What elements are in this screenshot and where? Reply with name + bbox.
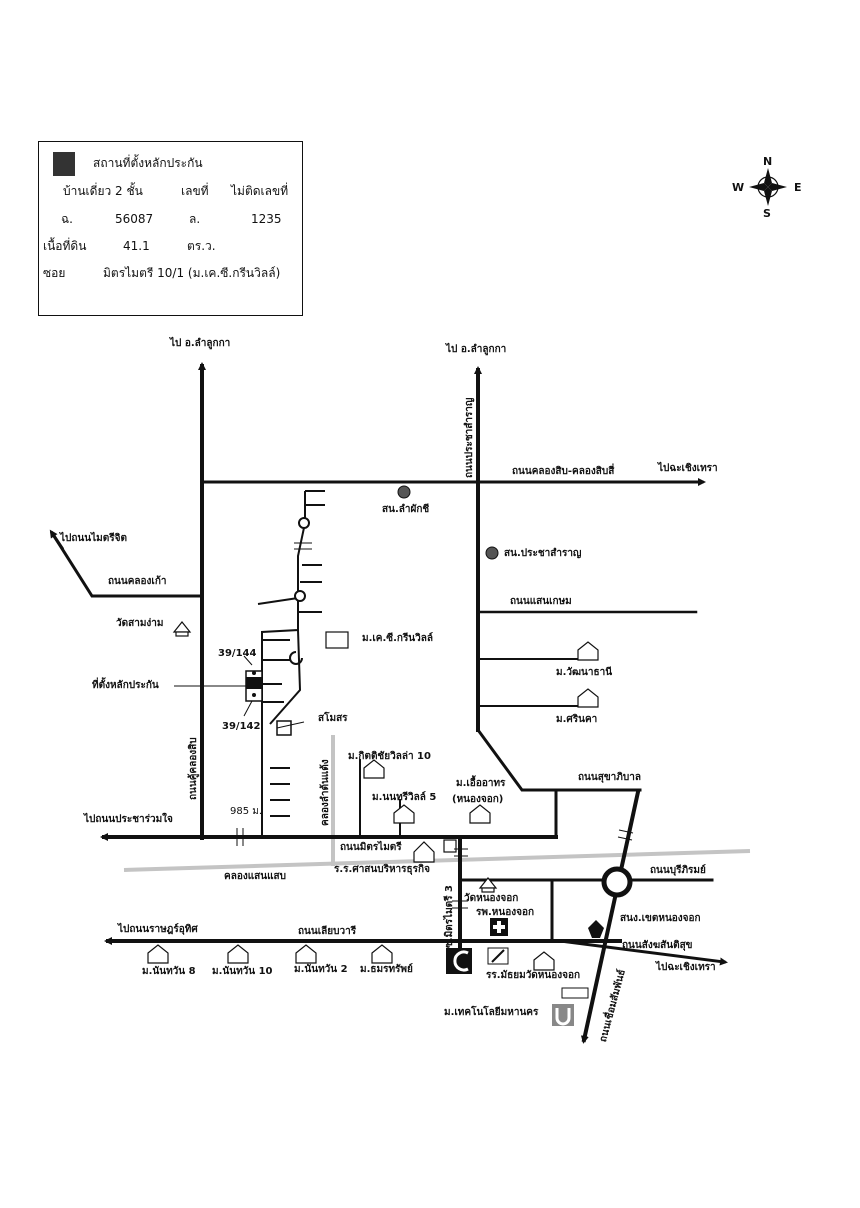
police-lamphin-label: สน.ลำผักชี bbox=[382, 504, 430, 515]
khukhlongsip-road-label: ถนนคู้คลองสิบ bbox=[188, 737, 199, 800]
distance-label: 985 ม. bbox=[230, 806, 263, 817]
legend-area-value: 41.1 bbox=[123, 239, 150, 253]
to-lamlukka-right-label: ไป อ.ลำลูกกา bbox=[446, 344, 507, 355]
liapwari-road-label: ถนนเลียบวารี bbox=[298, 926, 357, 937]
to-ratburana-label: ไปถนนราษฎร์อุทิศ bbox=[118, 924, 198, 935]
legend-number-value: ไม่ติดเลขที่ bbox=[231, 184, 289, 198]
university-logo bbox=[552, 1004, 574, 1026]
hospital-icon bbox=[490, 918, 508, 936]
to-chachoengsao-top-label: ไปฉะเชิงเทรา bbox=[658, 463, 718, 474]
bigc-logo bbox=[446, 948, 472, 974]
village-icons bbox=[147, 631, 599, 971]
sangkhomsanti-road-label: ถนนสังฆสันติสุข bbox=[622, 940, 693, 951]
district-emblem bbox=[588, 920, 604, 938]
m-nanwan2-label: ม.นันทวัน 2 bbox=[294, 964, 348, 975]
khlongsaensaep-label: คลองแสนแสบ bbox=[224, 871, 286, 882]
compass-e: E bbox=[794, 181, 802, 194]
legend-chanot-value: 56087 bbox=[115, 212, 154, 226]
legend-soi-label: ซอย bbox=[43, 266, 66, 280]
compass-n: N bbox=[763, 155, 773, 168]
soi-network bbox=[257, 490, 325, 837]
m-nanwan10-label: ม.นันทวัน 10 bbox=[212, 966, 273, 977]
wat-samngam-label: วัดสามง่าม bbox=[116, 618, 164, 629]
to-chachoengsao-bottom-label: ไปฉะเชิงเทรา bbox=[656, 962, 716, 973]
school-mathayom-label: รร.มัธยมวัดหนองจอก bbox=[486, 970, 581, 981]
khlongkao-road-label: ถนนคลองเก้า bbox=[108, 576, 167, 587]
school-icon bbox=[487, 947, 509, 965]
compass-rose bbox=[749, 168, 787, 206]
prachasamran-road-label: ถนนประชาสำราญ bbox=[464, 397, 475, 478]
m-srinakha-label: ม.ศรินคา bbox=[556, 714, 598, 725]
tech-metro-label: ม.เทคโนโลยีมหานคร bbox=[444, 1007, 539, 1018]
buriphirom-road-label: ถนนบุรีภิรมย์ bbox=[650, 865, 706, 876]
legend-number-label: เลขที่ bbox=[181, 184, 209, 198]
district-nongchok-label: สนง.เขตหนองจอก bbox=[620, 913, 701, 924]
kc-greenville-label: ม.เค.ซี.กรีนวิลล์ bbox=[362, 633, 434, 644]
lotus-logo bbox=[561, 987, 589, 999]
saenkasem-road-label: ถนนแสนเกษม bbox=[510, 596, 572, 607]
legend-house-type: บ้านเดี่ยว 2 ชั้น bbox=[63, 184, 143, 198]
to-lamlukka-left-label: ไป อ.ลำลูกกา bbox=[170, 338, 231, 349]
canals bbox=[123, 735, 751, 872]
to-maitrichit-label: ไปถนนไมตรีจิต bbox=[60, 533, 127, 544]
legend-land-no-label: ล. bbox=[189, 212, 201, 226]
to-pracharuamjai-label: ไปถนนประชาร่วมใจ bbox=[84, 814, 173, 825]
legend-area-unit: ตร.ว. bbox=[187, 239, 216, 253]
crossing-marks bbox=[236, 542, 634, 909]
school-sasana-label: ร.ร.ศาสนบริหารธุรกิจ bbox=[334, 864, 430, 875]
police-prachasamran-label: สน.ประชาสำราญ bbox=[504, 548, 582, 559]
roads bbox=[49, 362, 728, 1044]
parcel-top-label: 39/144 bbox=[218, 648, 257, 659]
legend-chanot-label: ฉ. bbox=[61, 212, 73, 226]
collateral-label: ที่ตั้งหลักประกัน bbox=[92, 680, 159, 691]
compass-s: S bbox=[763, 207, 771, 220]
soi-mitmaitri3-label: ซ.มิตรไมตรี 3 bbox=[444, 885, 455, 948]
temple-icons bbox=[172, 621, 498, 893]
khlongsip-road-label: ถนนคลองสิบ-คลองสิบสี่ bbox=[512, 466, 615, 477]
collateral-swatch bbox=[53, 152, 75, 176]
hospital-nongchok-label: รพ.หนองจอก bbox=[476, 907, 534, 918]
legend-box: สถานที่ตั้งหลักประกัน บ้านเดี่ยว 2 ชั้น … bbox=[38, 141, 303, 316]
collateral-marker bbox=[174, 655, 305, 729]
m-nanwan8-label: ม.นันทวัน 8 bbox=[142, 966, 196, 977]
m-ueaarthon-sub-label: (หนองจอก) bbox=[452, 794, 504, 805]
legend-soi-value: มิตรไมตรี 10/1 (ม.เค.ซี.กรีนวิลล์) bbox=[103, 266, 281, 280]
compass-w: W bbox=[732, 181, 745, 194]
m-kittichaivilla-label: ม.กิตติชัยวิลล่า 10 bbox=[348, 751, 431, 762]
police-icons bbox=[397, 485, 499, 560]
roundabout bbox=[601, 866, 633, 898]
wat-nongchok-label: วัดหนองจอก bbox=[464, 893, 519, 904]
mitmaitri-road-label: ถนนมิตรไมตรี bbox=[340, 842, 402, 853]
parcel-bottom-label: 39/142 bbox=[222, 721, 261, 732]
m-thammasap-label: ม.ธมรทรัพย์ bbox=[360, 964, 413, 975]
m-ueaarthon-label: ม.เอื้ออาทร bbox=[456, 778, 506, 789]
m-nanthawi-label: ม.นนทรีวิลล์ 5 bbox=[372, 792, 437, 803]
clubhouse-label: สโมสร bbox=[318, 713, 348, 724]
m-wattanathani-label: ม.วัฒนาธานี bbox=[556, 667, 613, 678]
legend-title: สถานที่ตั้งหลักประกัน bbox=[93, 156, 203, 170]
khlongtamtaeng-canal-label: คลองลำต้นแต้ง bbox=[320, 759, 331, 826]
legend-land-no-value: 1235 bbox=[251, 212, 282, 226]
legend-area-label: เนื้อที่ดิน bbox=[43, 239, 87, 253]
sukhaphiban-road-label: ถนนสุขาภิบาล bbox=[578, 772, 641, 783]
